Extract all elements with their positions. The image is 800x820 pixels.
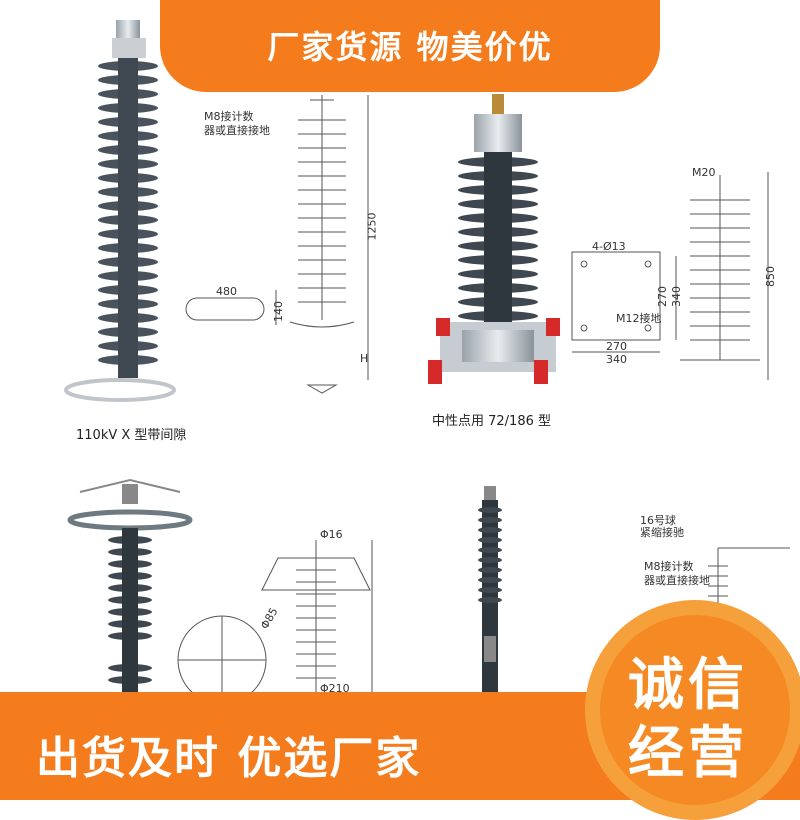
label-270w: 270 xyxy=(606,340,627,353)
label-phi16: Φ16 xyxy=(320,528,343,541)
label-1250: 1250 xyxy=(365,212,379,241)
label-340w: 340 xyxy=(606,353,627,366)
arrester-photo-bottom-mid xyxy=(478,486,502,692)
arrester-photo-left xyxy=(64,20,176,402)
label-phi210: Φ210 xyxy=(320,682,350,695)
label-m8-2: 器或直接接地 xyxy=(204,124,270,137)
top-banner xyxy=(160,0,660,92)
label-4-13: 4-Ø13 xyxy=(592,240,626,253)
arrester-photo-right xyxy=(428,94,560,384)
drawing-3 xyxy=(177,540,373,705)
label-480: 480 xyxy=(216,285,237,298)
drawing-2 xyxy=(571,172,769,380)
badge-line1: 诚信 xyxy=(628,653,748,718)
label-m8-bottom: M8接计数 xyxy=(644,560,694,573)
drawing-1 xyxy=(185,95,369,394)
label-340h: 340 xyxy=(670,286,683,307)
badge-inner xyxy=(600,615,790,805)
label-850: 850 xyxy=(764,266,777,287)
label-16-ball-2: 紧缩接驰 xyxy=(640,526,684,539)
bottom-banner-text: 出货及时 优选厂家 xyxy=(36,733,422,784)
label-m20: M20 xyxy=(692,166,716,179)
label-270h: 270 xyxy=(656,286,669,307)
label-m8: M8接计数 xyxy=(204,110,254,123)
label-h: H xyxy=(360,352,369,365)
label-16-ball: 16号球 xyxy=(640,514,676,527)
badge-line2: 经营 xyxy=(628,721,748,786)
caption-110kv: 110kV X 型带间隙 xyxy=(76,428,187,443)
top-banner-text: 厂家货源 物美价优 xyxy=(267,28,553,66)
label-m12: M12接地 xyxy=(616,312,662,325)
label-140: 140 xyxy=(272,301,285,322)
product-illustration xyxy=(64,20,790,705)
label-m8-bottom-2: 器或直接接地 xyxy=(644,574,710,587)
arrester-photo-bottom-left xyxy=(67,478,193,693)
caption-neutral: 中性点用 72/186 型 xyxy=(432,414,551,429)
